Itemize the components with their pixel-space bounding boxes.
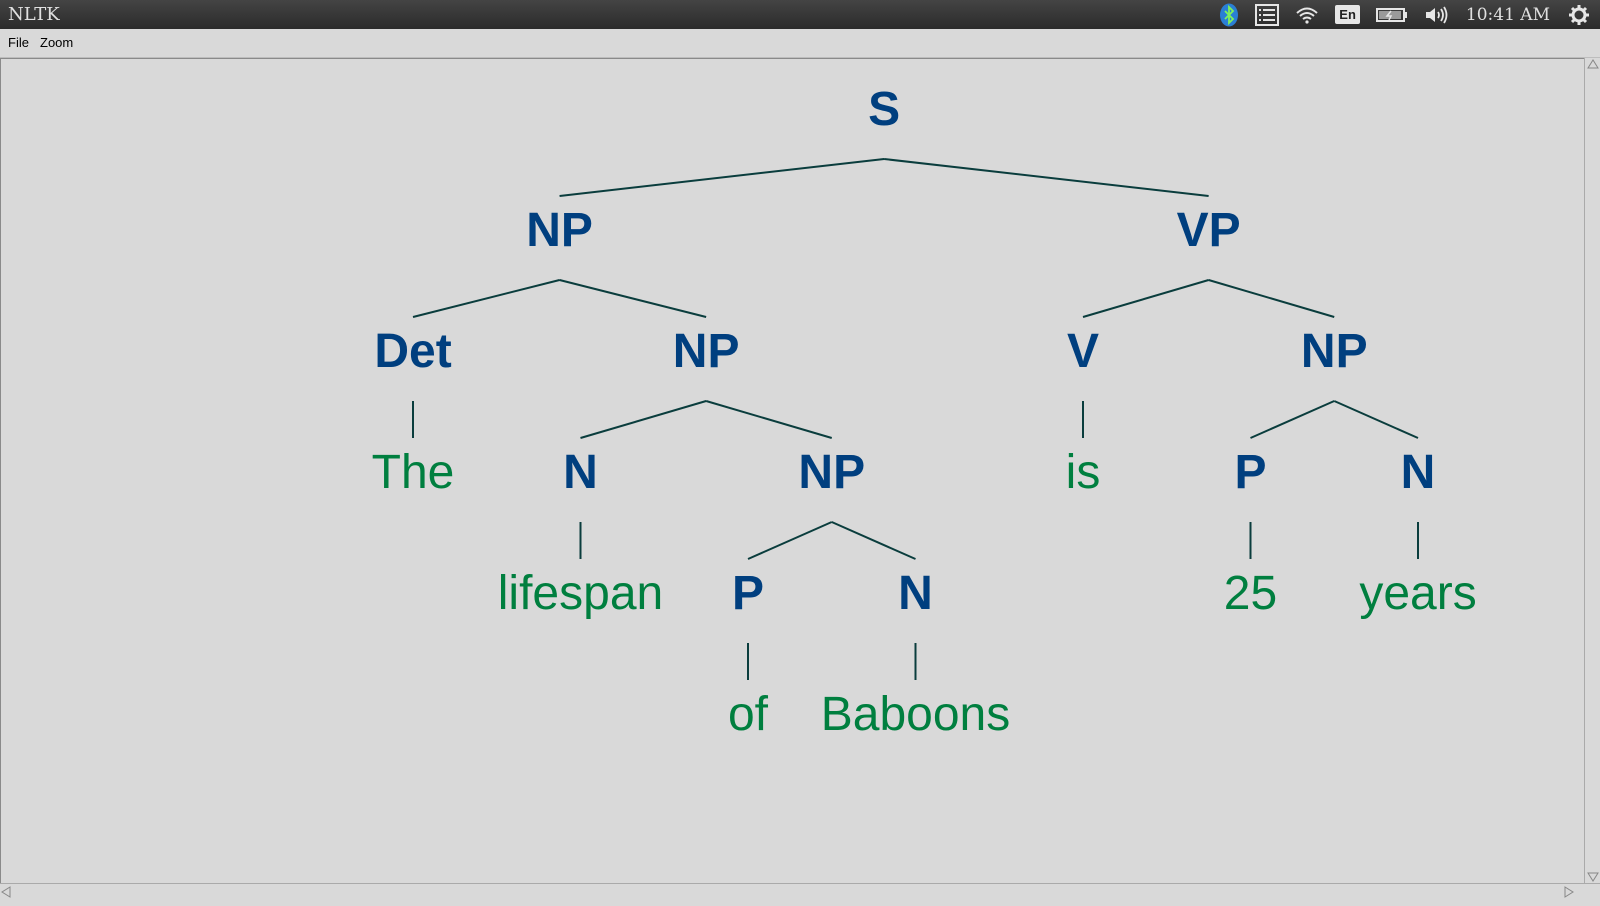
parse-tree: SNPDetTheNPNlifespanNPPofNBaboonsVPVisNP… (372, 83, 1477, 741)
tree-edge (1333, 400, 1419, 439)
tree-edge (705, 400, 833, 439)
bluetooth-icon[interactable] (1219, 3, 1239, 27)
menu-zoom[interactable]: Zoom (40, 35, 74, 50)
tree-node-label: P (1234, 446, 1266, 499)
tree-node-label: NP (526, 204, 593, 257)
horizontal-scrollbar[interactable] (0, 883, 1600, 901)
volume-icon[interactable] (1424, 5, 1450, 25)
tree-leaf-word: is (1066, 446, 1101, 499)
clock[interactable]: 10:41 AM (1465, 4, 1550, 25)
menu-bar: File Zoom (0, 29, 1600, 58)
scroll-arrows-vertical (1587, 59, 1599, 882)
tree-node-label: NP (798, 446, 865, 499)
tree-leaf-word: The (372, 446, 455, 499)
wifi-icon[interactable] (1295, 6, 1319, 24)
tree-leaf-word: 25 (1224, 567, 1277, 620)
tree-edge (580, 400, 707, 439)
keyboard-layout-indicator[interactable]: En (1335, 5, 1360, 24)
vertical-scrollbar[interactable] (1584, 58, 1600, 883)
tree-edge (412, 279, 560, 318)
tree-edge (559, 279, 707, 318)
messaging-menu-icon[interactable] (1255, 3, 1280, 26)
scroll-arrows-horizontal (1, 886, 1574, 898)
tree-node-label: N (1401, 446, 1436, 499)
menu-file[interactable]: File (8, 35, 29, 50)
tree-node-label: NP (673, 325, 740, 378)
tree-leaf-word: Baboons (821, 688, 1011, 741)
tree-leaf-word: lifespan (498, 567, 663, 620)
tree-node-label: NP (1301, 325, 1368, 378)
tree-node-label: P (732, 567, 764, 620)
tree-leaf-word: of (728, 688, 769, 741)
tree-node-label: Det (374, 325, 451, 378)
tree-node-label: N (898, 567, 933, 620)
tree-node-label: V (1067, 325, 1099, 378)
top-panel: NLTK En 10:41 AM (0, 0, 1600, 29)
tree-edge (559, 158, 885, 197)
tree-edge (747, 521, 833, 560)
tree-node-label: VP (1177, 204, 1241, 257)
tree-leaf-word: years (1359, 567, 1476, 620)
settings-gear-icon[interactable] (1568, 4, 1590, 26)
window-title: NLTK (8, 4, 60, 25)
tree-edge (1208, 279, 1335, 318)
tree-node-label: N (563, 446, 598, 499)
tree-edge (883, 158, 1209, 197)
battery-icon[interactable] (1375, 7, 1408, 23)
system-tray: En 10:41 AM (1211, 0, 1600, 29)
tree-edge (831, 521, 916, 560)
keyboard-layout-label: En (1335, 5, 1360, 24)
tree-edge (1082, 279, 1209, 318)
tree-node-label: S (868, 83, 900, 136)
tree-edge (1250, 400, 1335, 439)
